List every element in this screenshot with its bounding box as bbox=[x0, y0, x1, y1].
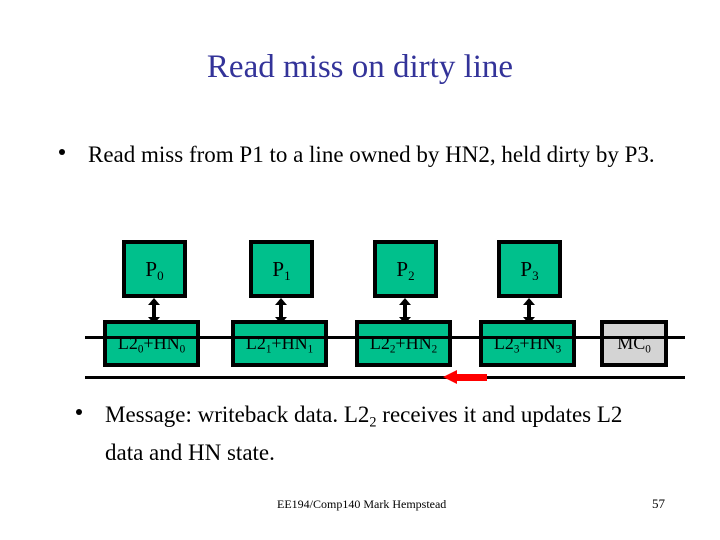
processor-label-0: P0 bbox=[145, 257, 164, 284]
memory-label-3: L23+HN3 bbox=[493, 333, 562, 356]
memory-box-l2-3[interactable]: L23+HN3 bbox=[479, 320, 576, 379]
memory-label-0: L20+HN0 bbox=[117, 333, 186, 356]
footer-page-number: 57 bbox=[652, 496, 665, 511]
cache-coherence-diagram: P0 P1 P2 P3 bbox=[0, 225, 720, 385]
processor-label-3: P3 bbox=[520, 257, 539, 284]
processor-box-1[interactable]: P1 bbox=[249, 240, 314, 298]
processor-box-3[interactable]: P3 bbox=[497, 240, 562, 298]
connector-stem-2 bbox=[403, 300, 407, 322]
memory-box-l2-2[interactable]: L22+HN2 bbox=[355, 320, 452, 379]
bullet-2-text: Message: writeback data. L22 receives it… bbox=[105, 402, 623, 465]
memory-controller-label: MC0 bbox=[617, 333, 651, 356]
connector-stem-1 bbox=[279, 300, 283, 322]
processor-label-2: P2 bbox=[396, 257, 415, 284]
connector-arrowhead-up-0 bbox=[148, 298, 160, 305]
connector-arrowhead-up-1 bbox=[275, 298, 287, 305]
connector-stem-3 bbox=[527, 300, 531, 322]
footer-credit: EE194/Comp140 Mark Hempstead bbox=[277, 497, 447, 511]
message-arrow-stem bbox=[454, 374, 487, 381]
memory-controller-box[interactable]: MC0 bbox=[600, 320, 668, 379]
message-arrow-head bbox=[443, 370, 457, 384]
bullet-dot-icon-2 bbox=[76, 409, 82, 415]
processor-box-2[interactable]: P2 bbox=[373, 240, 438, 298]
bullet-item-2: Message: writeback data. L22 receives it… bbox=[76, 400, 656, 468]
connector-arrowhead-up-3 bbox=[523, 298, 535, 305]
memory-label-1: L21+HN1 bbox=[245, 333, 314, 356]
connector-arrowhead-up-2 bbox=[399, 298, 411, 305]
connector-stem-0 bbox=[152, 300, 156, 322]
message-arrow-left bbox=[443, 370, 487, 384]
memory-box-l2-1[interactable]: L21+HN1 bbox=[231, 320, 328, 379]
bullet-item-1: Read miss from P1 to a line owned by HN2… bbox=[59, 140, 659, 170]
bullet-1-text: Read miss from P1 to a line owned by HN2… bbox=[88, 142, 655, 167]
page-title: Read miss on dirty line bbox=[206, 49, 514, 85]
processor-label-1: P1 bbox=[272, 257, 291, 284]
processor-box-0[interactable]: P0 bbox=[122, 240, 187, 298]
memory-label-2: L22+HN2 bbox=[369, 333, 438, 356]
bullet-dot-icon bbox=[59, 149, 65, 155]
memory-box-l2-0[interactable]: L20+HN0 bbox=[103, 320, 200, 379]
